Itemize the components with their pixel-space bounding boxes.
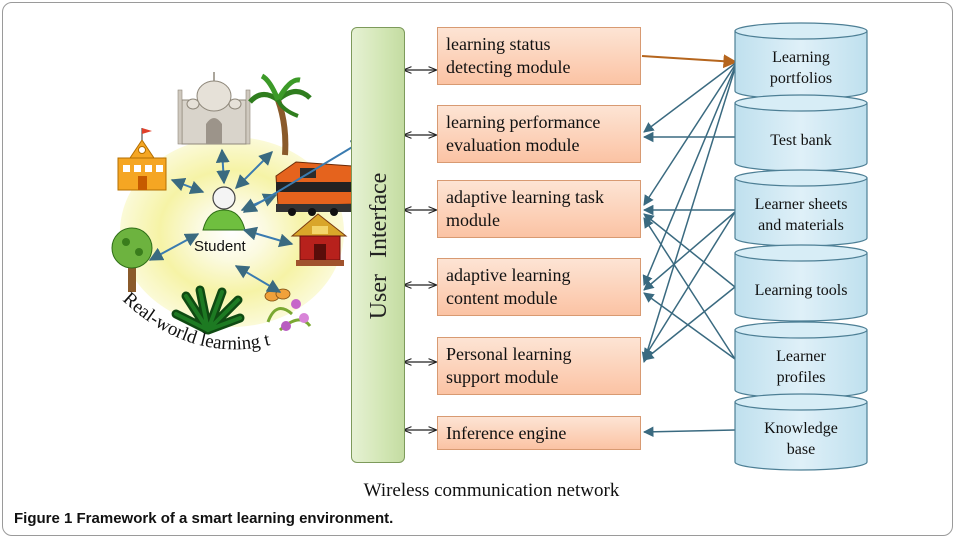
cylinder-test-bank <box>734 94 868 172</box>
spoke-taj <box>215 148 231 185</box>
db-test-bank: Test bank <box>770 131 832 149</box>
arrow-status-portfolios <box>641 54 738 69</box>
student-label: Student <box>194 238 246 255</box>
spoke-tree <box>148 233 200 261</box>
spoke-temple <box>242 226 294 248</box>
db-learning-tools: Learning tools <box>754 281 848 299</box>
cylinder-learning-tools <box>734 244 868 322</box>
student-icon <box>202 186 246 231</box>
spoke-school <box>170 178 205 194</box>
network-label: Wireless communication network <box>363 480 620 501</box>
train-icon <box>275 161 357 216</box>
cylinder-portfolios <box>734 22 868 100</box>
spoke-flower <box>234 265 282 293</box>
taj-mahal-icon <box>177 72 251 145</box>
spoke-interface <box>242 139 366 213</box>
module-inference-engine: Inference engine <box>437 416 641 450</box>
cylinder-learner-profiles <box>734 321 868 399</box>
temple-icon <box>290 213 348 266</box>
user-interface-panel: User Interface <box>351 27 405 463</box>
butterfly-flower-icon <box>264 288 312 332</box>
palm-tree-icon <box>248 73 312 156</box>
user-interface-label: User Interface <box>366 172 392 320</box>
cylinder-knowledge-base <box>734 393 868 471</box>
plant-icon <box>171 285 245 335</box>
school-icon <box>117 128 167 191</box>
figure-caption: Figure 1 Framework of a smart learning e… <box>14 510 394 527</box>
